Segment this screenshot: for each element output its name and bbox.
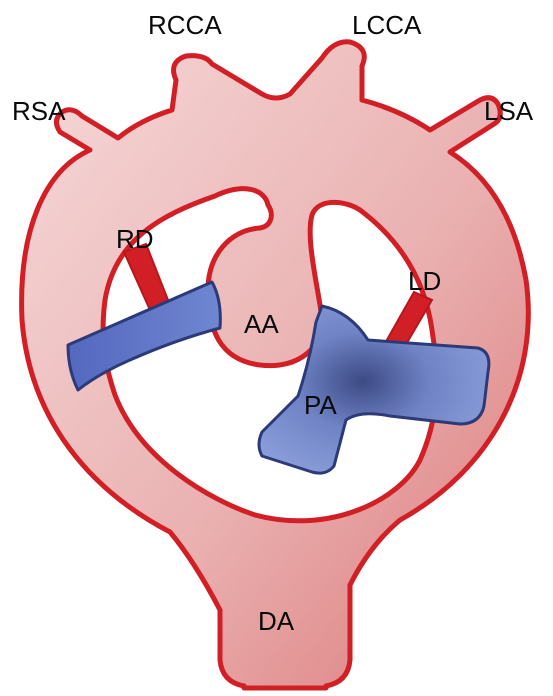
label-rsa: RSA	[12, 96, 66, 126]
label-ld: LD	[408, 266, 441, 296]
label-lsa: LSA	[484, 96, 534, 126]
label-da: DA	[258, 606, 295, 636]
label-rcca: RCCA	[148, 10, 222, 40]
label-aa: AA	[244, 309, 279, 339]
label-pa: PA	[304, 390, 337, 420]
label-lcca: LCCA	[352, 10, 422, 40]
label-rd: RD	[116, 224, 154, 254]
